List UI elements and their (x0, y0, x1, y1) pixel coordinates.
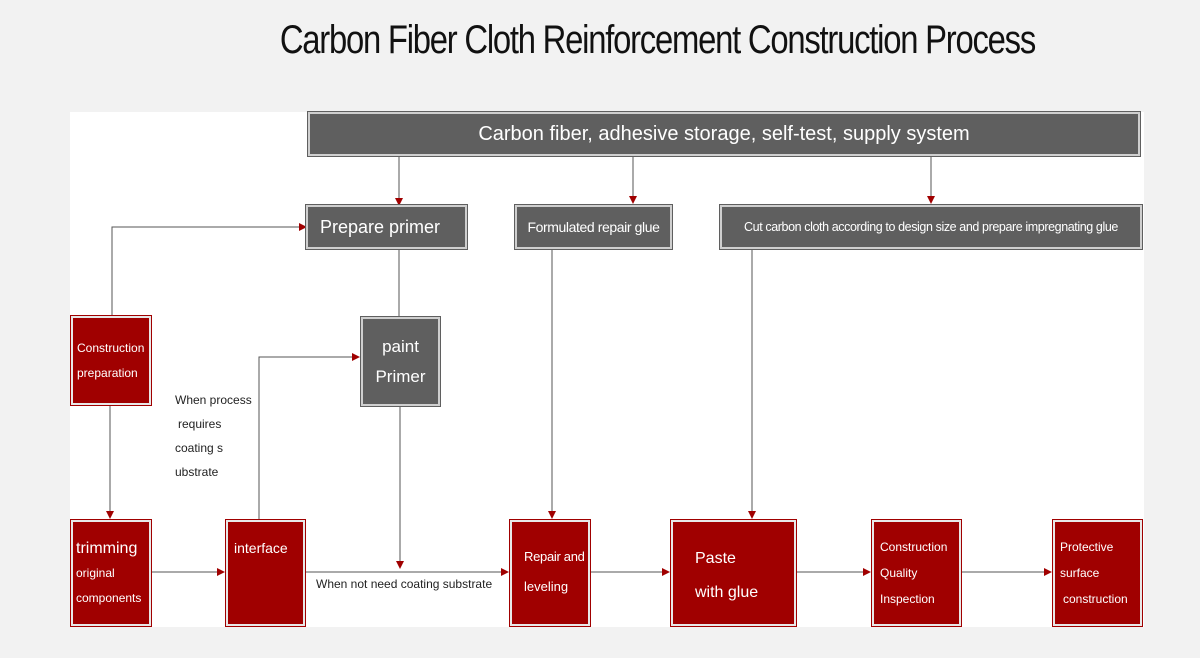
prepare-primer-label: Prepare primer (320, 216, 441, 237)
construction-preparation-line2: preparation (77, 365, 138, 380)
arrow-interface-to-paint-primer (258, 353, 360, 520)
note-requires-coating: When process requires coating s ubstrate (175, 388, 252, 484)
protective-line2: surface (1060, 566, 1100, 580)
inspection-line1: Construction (880, 540, 948, 554)
prepare-primer-box: Prepare primer (305, 204, 468, 250)
step-interface-box: interface (225, 519, 306, 627)
construction-preparation-box: Construction preparation (70, 315, 152, 406)
inspection-line3: Inspection (880, 592, 935, 606)
paint-primer-line2: Primer (375, 366, 426, 386)
trimming-line3: components (76, 590, 142, 605)
note-requires-line1: When process (175, 393, 252, 407)
formulated-repair-glue-box: Formulated repair glue (514, 204, 673, 250)
paint-primer-box: paint Primer (360, 316, 441, 407)
repair-line1: Repair and (524, 549, 585, 564)
step-repair-leveling-box: Repair and leveling (509, 519, 591, 627)
cut-carbon-cloth-box: Cut carbon cloth according to design siz… (719, 204, 1143, 250)
paste-line2: with glue (695, 584, 759, 601)
page-title: Carbon Fiber Cloth Reinforcement Constru… (279, 18, 1036, 62)
paste-line1: Paste (695, 550, 736, 567)
paint-primer-line1: paint (382, 336, 419, 356)
note-requires-line2: requires (178, 417, 222, 431)
note-requires-line4: ubstrate (175, 465, 219, 479)
supply-system-label: Carbon fiber, adhesive storage, self-tes… (478, 122, 970, 145)
inspection-line2: Quality (880, 566, 918, 580)
supply-system-box: Carbon fiber, adhesive storage, self-tes… (307, 111, 1141, 157)
repair-line2: leveling (524, 579, 569, 594)
note-not-need-coating: When not need coating substrate (316, 577, 493, 591)
cut-carbon-cloth-label: Cut carbon cloth according to design siz… (744, 220, 1118, 234)
arrow-preparation-to-prepare-primer (111, 223, 307, 316)
trimming-line1: trimming (76, 539, 138, 557)
note-requires-line3: coating s (175, 441, 224, 455)
interface-label: interface (234, 540, 288, 556)
trimming-line2: original (76, 565, 115, 580)
formulated-repair-glue-label: Formulated repair glue (527, 219, 660, 235)
step-paste-glue-box: Paste with glue (670, 519, 797, 627)
step-protective-surface-box: Protective surface construction (1052, 519, 1143, 627)
step-trimming-box: trimming original components (70, 519, 152, 627)
protective-line3: construction (1063, 592, 1128, 606)
construction-preparation-line1: Construction (77, 340, 145, 355)
step-quality-inspection-box: Construction Quality Inspection (871, 519, 962, 627)
protective-line1: Protective (1060, 540, 1114, 554)
